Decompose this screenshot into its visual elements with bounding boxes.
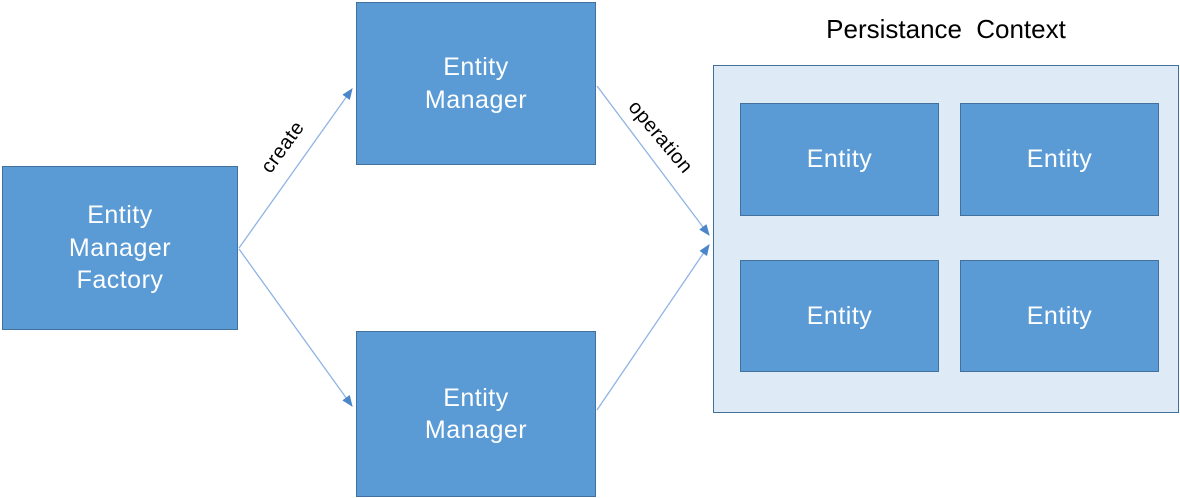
entity-node: Entity: [960, 103, 1159, 216]
persistence-context-title: Persistance Context: [826, 14, 1066, 44]
create-edge-label: create: [256, 117, 310, 178]
entity-node: Entity: [740, 260, 939, 372]
persistence-context-container: Entity Entity Entity Entity: [713, 65, 1179, 413]
create-arrow-bottom: [238, 248, 353, 407]
entity-node: Entity: [740, 103, 939, 216]
entity-manager-factory-node: Entity Manager Factory: [2, 166, 238, 330]
entity-node: Entity: [960, 260, 1159, 372]
operation-arrow-bottom: [596, 244, 710, 411]
entity-manager-top-node: Entity Manager: [356, 2, 596, 165]
entity-manager-bottom-node: Entity Manager: [356, 331, 596, 497]
operation-edge-label: operation: [623, 96, 698, 178]
create-arrow-top: [238, 88, 353, 249]
